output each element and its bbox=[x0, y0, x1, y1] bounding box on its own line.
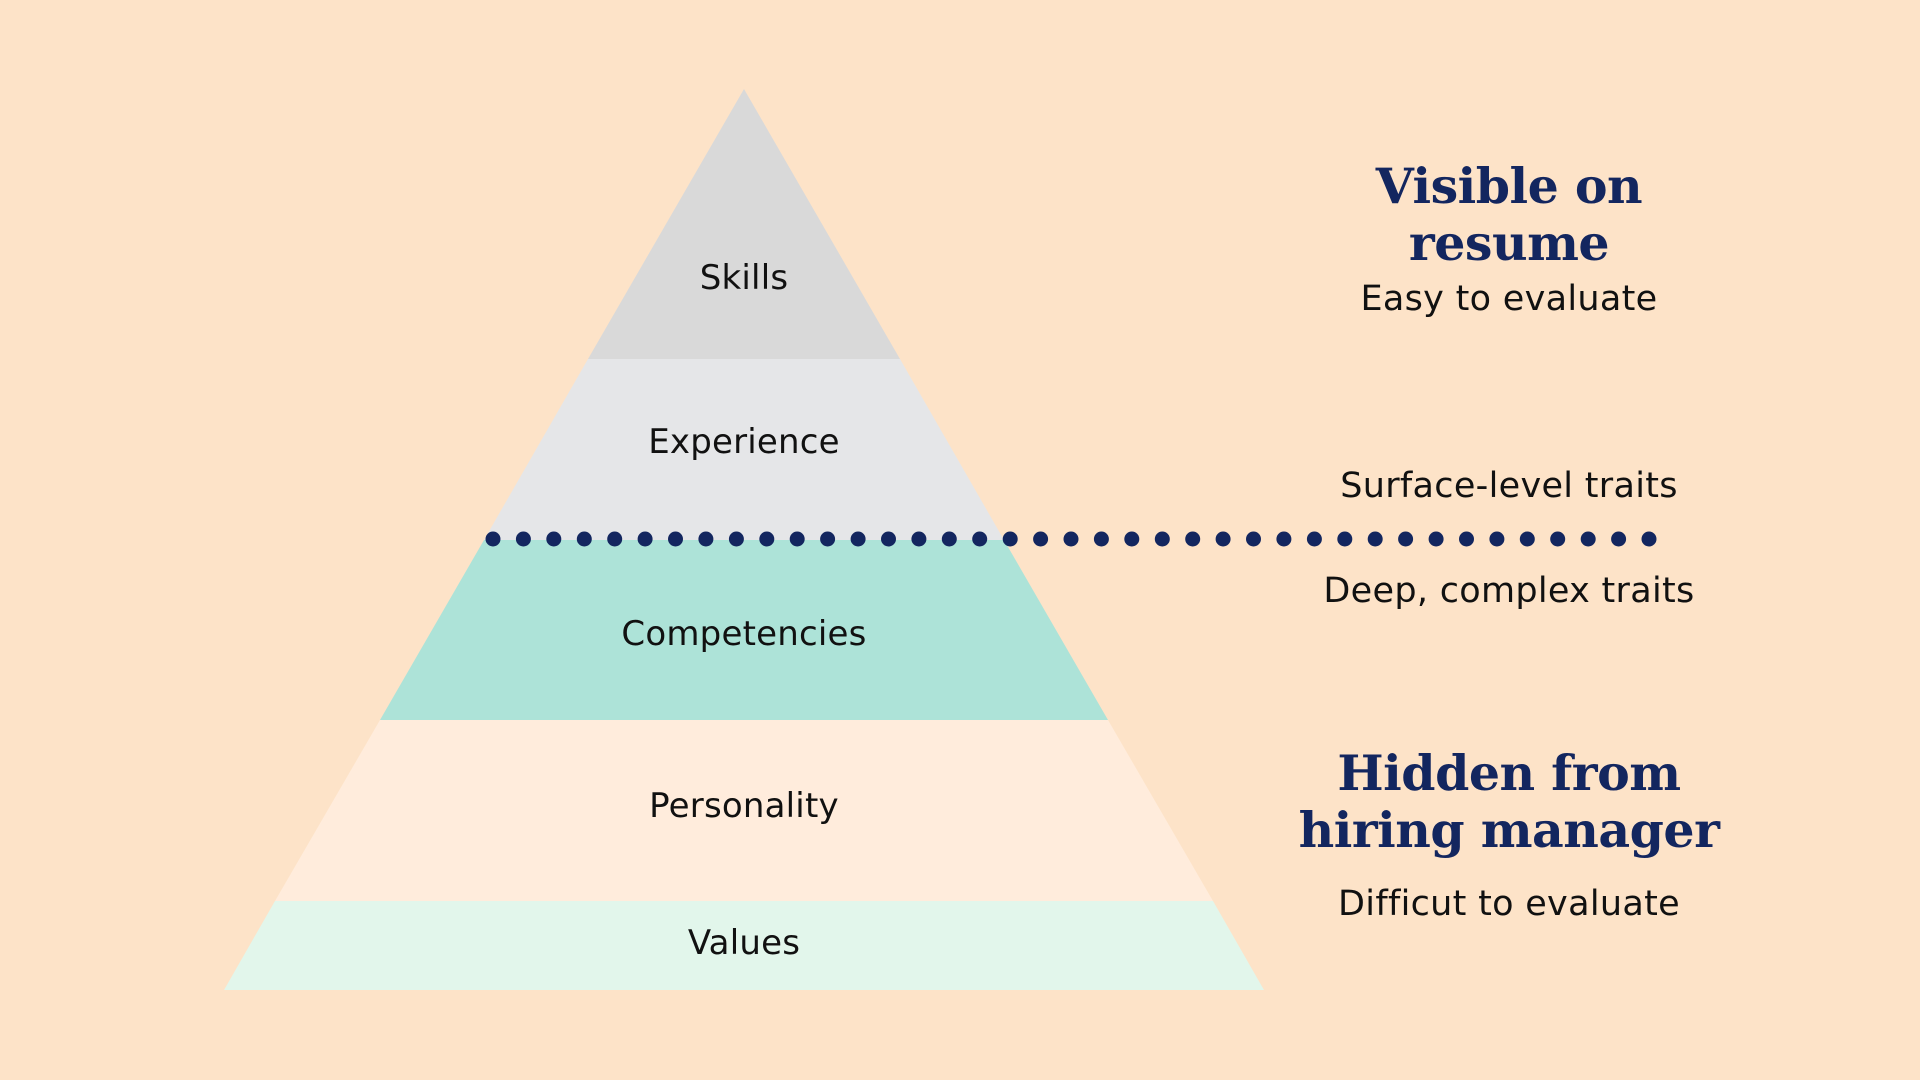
divider-dot bbox=[728, 531, 744, 547]
divider-dot bbox=[1124, 531, 1140, 547]
pyramid-layer-personality bbox=[275, 720, 1213, 901]
divider-dot bbox=[515, 531, 531, 547]
dotted-divider-line bbox=[485, 531, 1657, 547]
divider-dot bbox=[576, 531, 592, 547]
divider-dot bbox=[1246, 531, 1261, 547]
divider-dot bbox=[820, 531, 836, 547]
divider-dot bbox=[789, 531, 805, 547]
divider-dot bbox=[1337, 531, 1353, 547]
heading-visible-line2: resume bbox=[1408, 214, 1610, 272]
heading-hidden-line1: Hidden from bbox=[1337, 744, 1681, 802]
divider-dot bbox=[941, 531, 957, 547]
divider-dot bbox=[1093, 531, 1109, 547]
surface-level-traits-text: Surface-level traits bbox=[1340, 466, 1678, 506]
deep-complex-traits-text: Deep, complex traits bbox=[1323, 571, 1695, 611]
divider-dot bbox=[1154, 531, 1170, 547]
divider-dot bbox=[485, 531, 501, 547]
divider-dot bbox=[759, 531, 775, 547]
divider-dot bbox=[1185, 531, 1201, 547]
divider-dot bbox=[1611, 531, 1627, 547]
divider-dot bbox=[881, 531, 896, 547]
heading-hidden-line2: hiring manager bbox=[1298, 801, 1720, 859]
layer-label-competencies: Competencies bbox=[621, 614, 867, 654]
layer-label-values: Values bbox=[687, 923, 801, 963]
divider-dot bbox=[972, 531, 988, 547]
divider-dot bbox=[1276, 531, 1292, 547]
pyramid-layer-experience bbox=[484, 359, 1004, 540]
divider-dot bbox=[1398, 531, 1414, 547]
difficult-to-evaluate-text: Difficut to evaluate bbox=[1338, 884, 1680, 924]
pyramid-layer-skills bbox=[588, 89, 900, 359]
divider-dot bbox=[637, 531, 653, 547]
easy-to-evaluate-text: Easy to evaluate bbox=[1360, 279, 1658, 319]
divider-dot bbox=[1550, 531, 1566, 547]
divider-dot bbox=[1519, 531, 1535, 547]
divider-dot bbox=[607, 531, 623, 547]
divider-dot bbox=[1580, 531, 1596, 547]
divider-dot bbox=[698, 531, 714, 547]
divider-dot bbox=[668, 531, 683, 547]
divider-dot bbox=[1033, 531, 1049, 547]
layer-label-personality: Personality bbox=[649, 786, 839, 826]
divider-dot bbox=[1489, 531, 1505, 547]
divider-dot bbox=[1641, 531, 1657, 547]
divider-dot bbox=[911, 531, 927, 547]
divider-dot bbox=[1215, 531, 1231, 547]
divider-dot bbox=[1367, 531, 1383, 547]
pyramid-layer-competencies bbox=[380, 540, 1108, 720]
divider-dot bbox=[1306, 531, 1322, 547]
visible-on-resume-block: Visible on resume Easy to evaluate bbox=[1259, 158, 1759, 320]
layer-label-experience: Experience bbox=[648, 422, 840, 462]
divider-dot bbox=[1428, 531, 1444, 547]
hidden-from-hiring-manager-block: Hidden from hiring manager Difficut to e… bbox=[1259, 745, 1759, 925]
layer-label-skills: Skills bbox=[699, 258, 789, 298]
divider-dot bbox=[850, 531, 866, 547]
divider-dot bbox=[546, 531, 562, 547]
divider-dot bbox=[1002, 531, 1018, 547]
divider-dot bbox=[1459, 531, 1474, 547]
heading-visible-line1: Visible on bbox=[1375, 157, 1643, 215]
divider-dot bbox=[1063, 531, 1079, 547]
pyramid-layer-values bbox=[224, 901, 1264, 990]
